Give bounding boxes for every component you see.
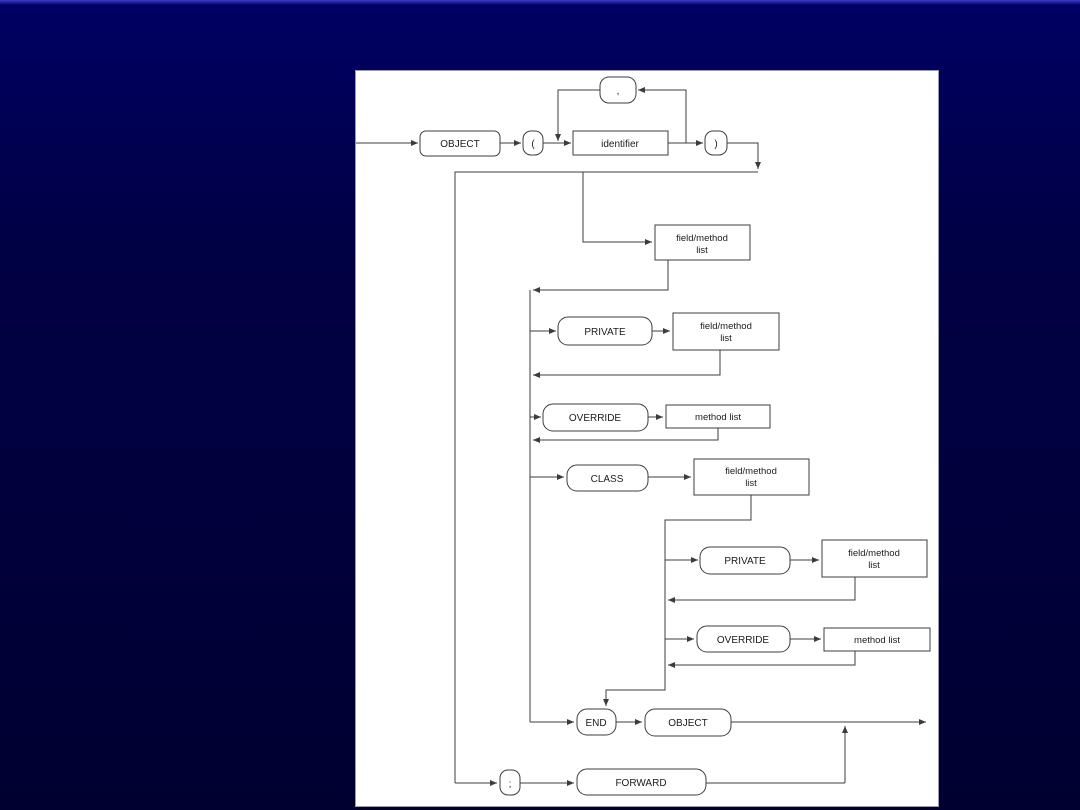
node-field-method-list-1: field/method list bbox=[654, 224, 751, 261]
node-private-1: PRIVATE bbox=[557, 316, 653, 346]
node-identifier-label: identifier bbox=[601, 139, 639, 150]
node-field-method-list-1-line1: field/method bbox=[676, 233, 728, 244]
node-method-list-2: method list bbox=[823, 627, 931, 652]
node-identifier: identifier bbox=[572, 130, 669, 156]
node-left-paren: ( bbox=[522, 130, 544, 156]
node-end-keyword-label: END bbox=[585, 718, 606, 729]
node-field-method-list-3-line1: field/method bbox=[725, 466, 777, 477]
node-left-paren-label: ( bbox=[531, 139, 535, 150]
node-override-2: OVERRIDE bbox=[696, 625, 791, 653]
diagram-panel: OBJECT ( identifier ) , field/method bbox=[356, 71, 938, 806]
node-field-method-list-3-line2: list bbox=[745, 478, 757, 489]
node-object-keyword: OBJECT bbox=[419, 130, 501, 157]
node-override-1: OVERRIDE bbox=[542, 403, 649, 432]
node-method-list-1-label: method list bbox=[695, 412, 741, 423]
node-method-list-2-label: method list bbox=[854, 635, 900, 646]
node-private-2: PRIVATE bbox=[699, 546, 791, 575]
node-end-keyword: END bbox=[576, 708, 617, 736]
syntax-diagram: OBJECT ( identifier ) , field/method bbox=[356, 76, 931, 796]
node-field-method-list-4-line1: field/method bbox=[848, 548, 900, 559]
node-right-paren: ) bbox=[704, 130, 728, 156]
node-forward-keyword: FORWARD bbox=[576, 768, 707, 796]
node-field-method-list-3: field/method list bbox=[693, 458, 810, 496]
node-field-method-list-1-line2: list bbox=[696, 245, 708, 256]
node-forward-keyword-label: FORWARD bbox=[615, 778, 666, 789]
node-private-2-label: PRIVATE bbox=[724, 556, 766, 567]
node-override-1-label: OVERRIDE bbox=[569, 413, 622, 424]
node-class-keyword: CLASS bbox=[566, 464, 649, 492]
node-semicolon: ; bbox=[499, 769, 521, 796]
node-object-keyword-label: OBJECT bbox=[440, 139, 479, 150]
node-class-keyword-label: CLASS bbox=[591, 474, 624, 485]
node-method-list-1: method list bbox=[665, 404, 771, 429]
node-field-method-list-2-line2: list bbox=[720, 333, 732, 344]
node-field-method-list-4-line2: list bbox=[868, 560, 880, 571]
node-field-method-list-2: field/method list bbox=[672, 312, 780, 351]
node-object-keyword-2: OBJECT bbox=[644, 708, 732, 737]
diagram-wires bbox=[356, 87, 926, 786]
node-field-method-list-2-line1: field/method bbox=[700, 321, 752, 332]
node-private-1-label: PRIVATE bbox=[584, 327, 626, 338]
node-right-paren-label: ) bbox=[714, 139, 717, 150]
node-semicolon-label: ; bbox=[509, 779, 512, 790]
node-comma: , bbox=[599, 76, 637, 104]
node-comma-label: , bbox=[617, 86, 620, 97]
node-object-keyword-2-label: OBJECT bbox=[668, 718, 707, 729]
node-override-2-label: OVERRIDE bbox=[717, 635, 770, 646]
node-field-method-list-4: field/method list bbox=[821, 539, 928, 578]
